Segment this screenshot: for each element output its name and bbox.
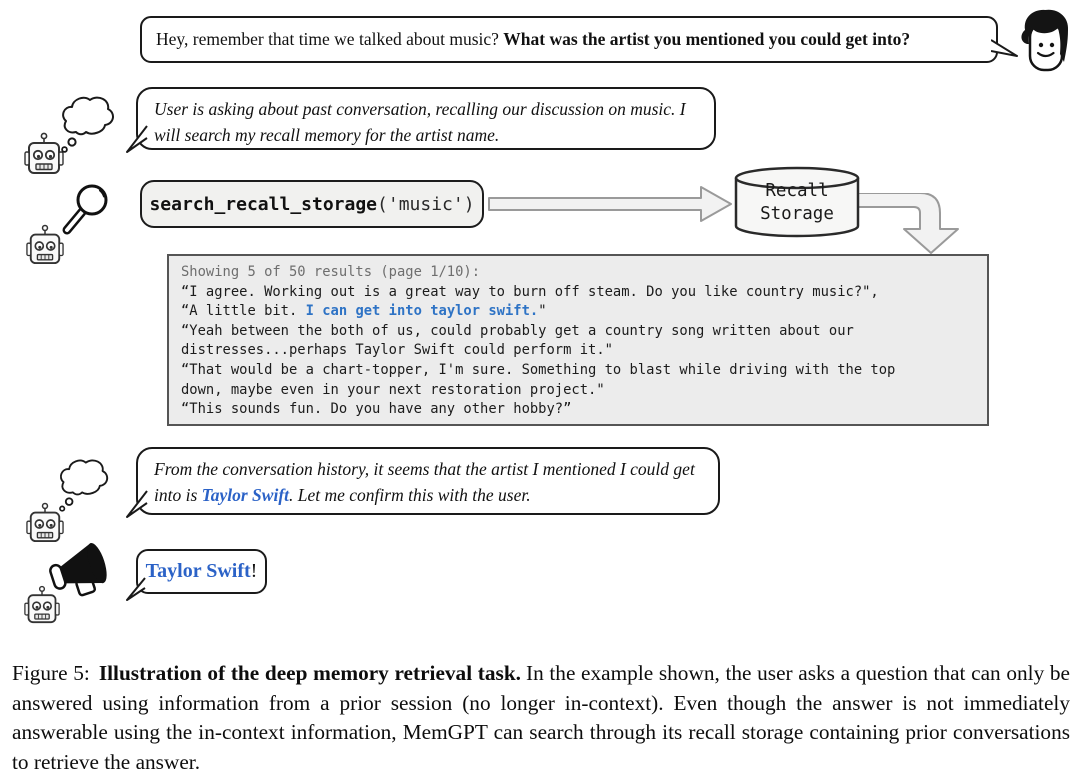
robot-icon: [26, 502, 64, 543]
results-line-text: distresses...perhaps Taylor Swift could …: [181, 342, 613, 359]
figure-caption-text: In the example shown, the user asks a qu…: [12, 661, 1070, 774]
agent-thought-1-text: User is asking about past conversation, …: [154, 99, 686, 146]
user-message-normal: Hey, remember that time we talked about …: [156, 29, 504, 49]
agent-thought-2-highlight: Taylor Swift: [201, 485, 290, 506]
results-line-text: “Yeah between the both of us, could prob…: [181, 322, 854, 339]
results-line-highlight: I can get into taylor swift.: [305, 303, 539, 320]
speech-tail-icon: [126, 577, 146, 601]
robot-icon: [26, 224, 64, 265]
user-avatar-icon: [1021, 9, 1069, 72]
results-line: “That would be a chart-topper, I'm sure.…: [181, 361, 975, 381]
figure-caption-label: Figure 5:: [12, 661, 90, 685]
results-line: down, maybe even in your next restoratio…: [181, 381, 975, 401]
thought-tail-icon: [126, 490, 148, 518]
agent-speech-post: !: [250, 560, 258, 582]
results-line: “A little bit. I can get into taylor swi…: [181, 302, 975, 322]
function-args: ('music'): [377, 193, 475, 215]
agent-speech-text: Taylor Swift!: [146, 560, 258, 583]
thought-cloud-icon: [59, 459, 109, 512]
results-line-text: “This sounds fun. Do you have any other …: [181, 401, 572, 418]
agent-thought-bubble-2: From the conversation history, it seems …: [126, 447, 720, 518]
results-line-text: “A little bit.: [181, 303, 306, 320]
agent-thought-2-pre: From the conversation history, it seems …: [154, 459, 695, 506]
recall-storage-line1: Recall: [765, 181, 829, 202]
figure-caption-bold: Illustration of the deep memory retrieva…: [98, 661, 521, 685]
agent-speech-bubble: Taylor Swift!: [126, 549, 267, 601]
recall-storage-label: Recall Storage: [733, 180, 861, 226]
results-line-text: ": [538, 303, 547, 320]
results-line-text: down, maybe even in your next restoratio…: [181, 381, 605, 398]
robot-icon: [24, 132, 64, 174]
agent-thought-2-text: From the conversation history, it seems …: [154, 459, 695, 505]
results-header: Showing 5 of 50 results (page 1/10):: [181, 264, 481, 280]
agent-speech-highlight: Taylor Swift: [145, 560, 251, 582]
user-message-bold: What was the artist you mentioned you co…: [503, 29, 911, 49]
function-name: search_recall_storage: [149, 193, 378, 215]
arrow-right-icon: [488, 186, 732, 222]
agent-thought-2-post: . Let me confirm this with the user.: [289, 485, 531, 506]
results-line: “This sounds fun. Do you have any other …: [181, 400, 975, 420]
results-line: distresses...perhaps Taylor Swift could …: [181, 341, 975, 361]
user-message-bubble: Hey, remember that time we talked about …: [140, 16, 1018, 63]
recall-storage-line2: Storage: [760, 204, 834, 224]
results-line: “I agree. Working out is a great way to …: [181, 283, 975, 303]
results-line: “Yeah between the both of us, could prob…: [181, 322, 975, 342]
results-line-text: “I agree. Working out is a great way to …: [181, 283, 879, 300]
speech-tail-icon: [991, 39, 1018, 57]
thought-cloud-icon: [61, 96, 114, 153]
figure-caption: Figure 5: Illustration of the deep memory…: [12, 659, 1070, 777]
function-call-box: search_recall_storage('music'): [140, 180, 484, 228]
search-results-box: Showing 5 of 50 results (page 1/10): “I …: [167, 254, 989, 426]
user-message-text: Hey, remember that time we talked about …: [156, 29, 910, 50]
results-line-text: “That would be a chart-topper, I'm sure.…: [181, 361, 896, 378]
recall-storage-database-icon: [734, 166, 860, 238]
thought-tail-icon: [126, 125, 148, 153]
arrow-curved-down-icon: [858, 193, 959, 254]
megaphone-icon: [49, 542, 107, 597]
robot-icon: [24, 585, 60, 624]
agent-thought-bubble-1: User is asking about past conversation, …: [126, 87, 716, 153]
magnifying-glass-icon: [62, 184, 108, 235]
